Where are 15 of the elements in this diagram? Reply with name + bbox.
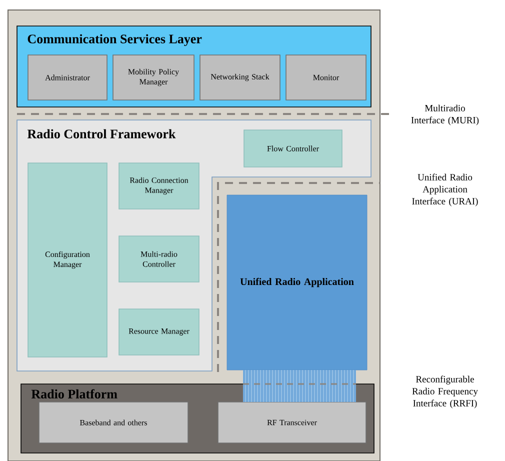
component-box: Flow Controller [244, 130, 342, 168]
application-box: Unified Radio Application [226, 194, 368, 370]
component-box: Radio Connection Manager [118, 162, 200, 210]
component-box: Baseband and others [38, 402, 188, 444]
component-box: Configuration Manager [28, 162, 108, 358]
component-box: Administrator [28, 54, 108, 100]
component-box: RF Transceiver [218, 402, 366, 444]
interface-label: Unified Radio Application Interface (URAI) [412, 174, 478, 206]
component-box: Mobility Policy Manager [112, 54, 194, 100]
interface-label: Multiradio Interface (MURI) [411, 104, 479, 126]
component-box: Multi-radio Controller [118, 236, 200, 282]
interface-label: Reconfigurable Radio Frequency Interface (RRFI) [412, 376, 478, 408]
component-box: Networking Stack [200, 54, 280, 100]
component-box: Resource Manager [118, 308, 200, 356]
component-box: Monitor [286, 54, 366, 100]
